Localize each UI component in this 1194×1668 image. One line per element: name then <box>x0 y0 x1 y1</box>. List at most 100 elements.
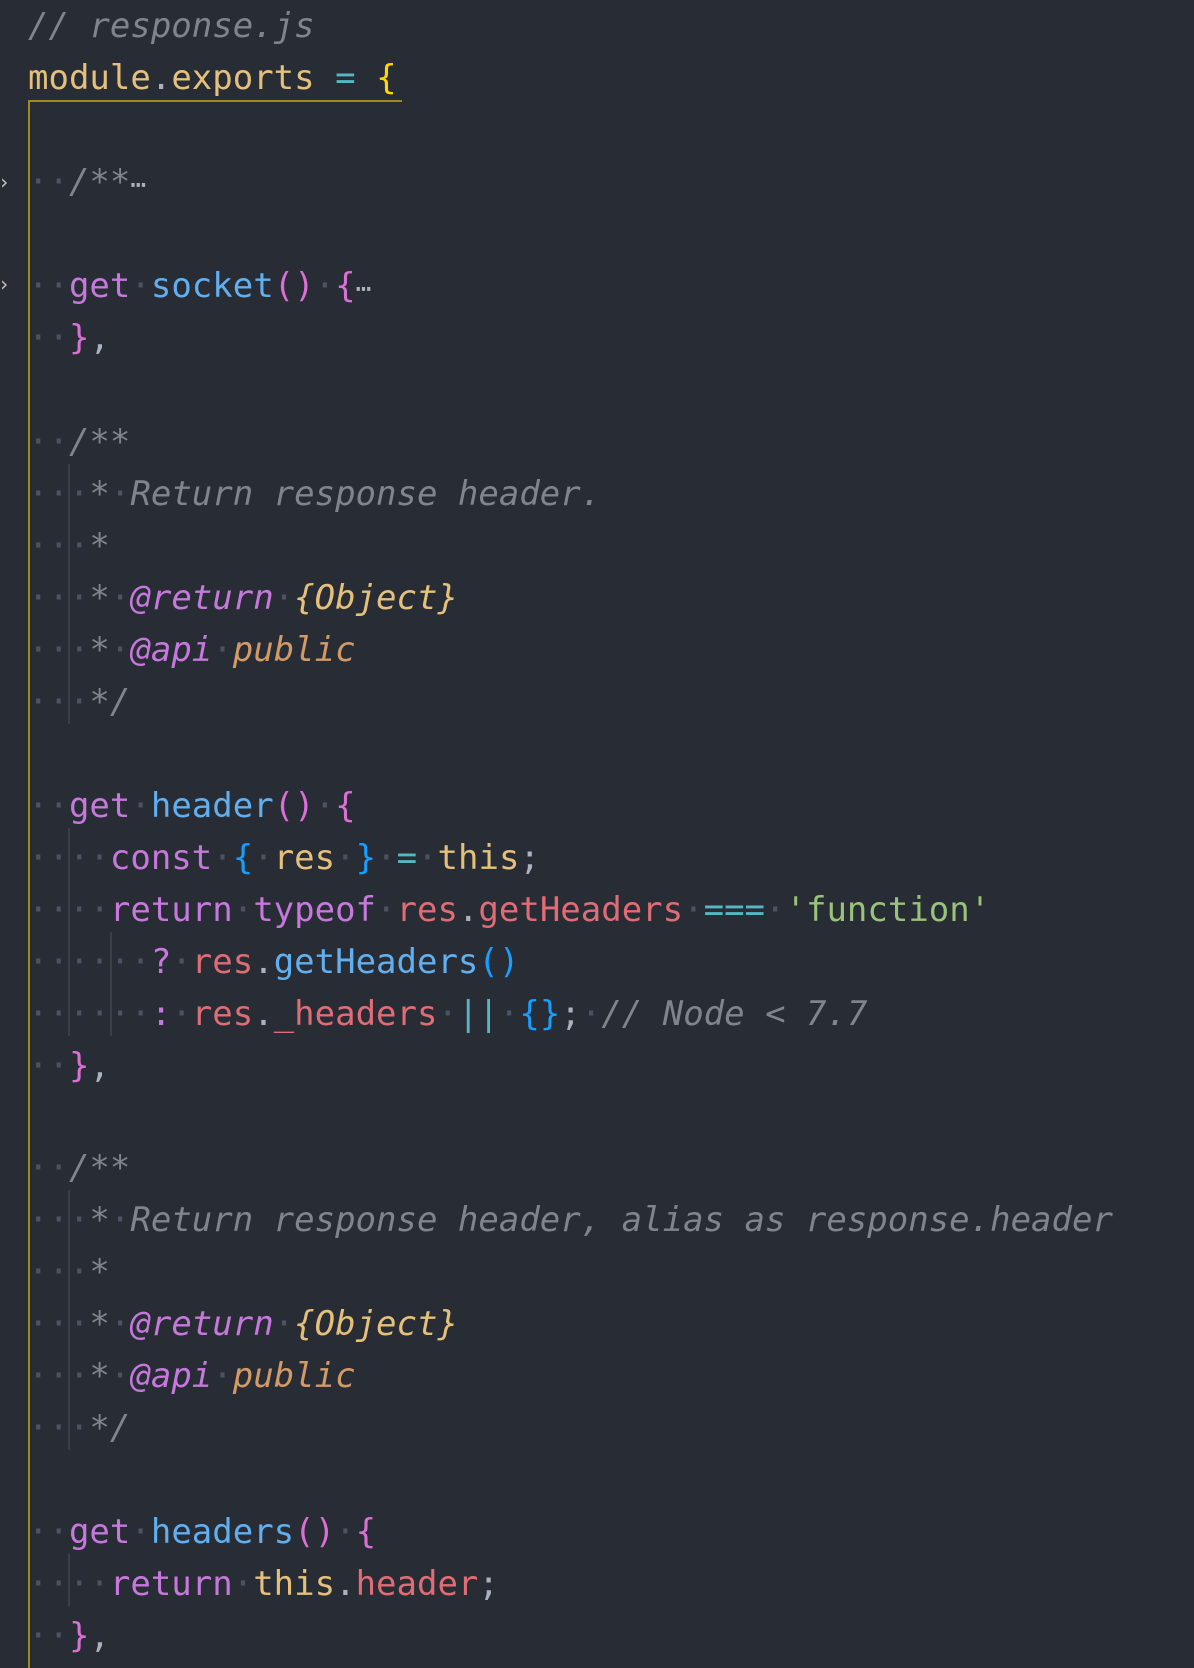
chevron-right-icon[interactable]: › <box>0 172 10 192</box>
code-line-20[interactable]: ······:·res._headers·||·{};·// Node < 7.… <box>28 994 868 1034</box>
indent-guide <box>68 1190 70 1450</box>
keyword-token: const <box>109 838 213 878</box>
jsdoc-name-token: public <box>232 630 356 670</box>
jsdoc-tag-token: @api <box>130 630 213 670</box>
code-line-4[interactable]: ··/**⋯ <box>28 162 147 202</box>
indent-guide <box>68 1554 70 1606</box>
comment-token: // response.js <box>28 6 315 46</box>
brace-token: } <box>68 1616 90 1656</box>
keyword-token: get <box>68 266 131 306</box>
this-token: this <box>437 838 520 878</box>
code-line-16[interactable]: ··get·header()·{ <box>28 786 356 826</box>
variable-token: res <box>191 942 254 982</box>
property-token: header <box>355 1564 479 1604</box>
identifier-token: module <box>28 58 151 98</box>
code-line-28[interactable]: ···*/ <box>28 1408 131 1448</box>
paren-token: () <box>294 1512 336 1552</box>
comment-text-token: Return response header. <box>130 474 602 514</box>
comment-star-token: * <box>89 1200 110 1240</box>
code-line-21[interactable]: ··}, <box>28 1046 110 1086</box>
jsdoc-type-token: {Object} <box>294 578 458 618</box>
code-line-30[interactable]: ··get·headers()·{ <box>28 1512 377 1552</box>
jsdoc-name-token: public <box>232 1356 356 1396</box>
paren-token: () <box>273 266 315 306</box>
code-line-6[interactable]: ··get·socket()·{⋯ <box>28 266 372 306</box>
this-token: this <box>253 1564 336 1604</box>
bracket-scope-guide-top <box>28 100 402 102</box>
keyword-token: typeof <box>253 890 377 930</box>
code-line-14[interactable]: ···*/ <box>28 682 131 722</box>
keyword-token: get <box>68 786 131 826</box>
chevron-right-icon[interactable]: › <box>0 274 10 294</box>
variable-token: res <box>396 890 458 930</box>
code-line-26[interactable]: ···*·@return·{Object} <box>28 1304 458 1344</box>
operator-token: ? <box>150 942 172 982</box>
folded-ellipsis-icon[interactable]: ⋯ <box>130 170 147 200</box>
dot-token: . <box>335 1564 356 1604</box>
comment-text-token: Return response header, alias as respons… <box>130 1200 1113 1240</box>
brace-token: } <box>68 1046 90 1086</box>
comma-token: , <box>89 1046 110 1086</box>
comma-token: , <box>89 1616 110 1656</box>
comment-star-token: * <box>89 526 110 566</box>
code-line-1[interactable]: // response.js <box>28 0 315 52</box>
comment-token: /** <box>68 162 131 202</box>
comment-star-token: * <box>89 578 110 618</box>
jsdoc-tag-token: @return <box>130 578 274 618</box>
function-name-token: header <box>150 786 274 826</box>
folded-ellipsis-icon[interactable]: ⋯ <box>355 274 372 304</box>
brace-token: { <box>376 58 397 98</box>
code-line-17[interactable]: ····const·{·res·}·=·this; <box>28 838 540 878</box>
comment-token: /** <box>68 422 131 462</box>
function-name-token: socket <box>150 266 274 306</box>
code-line-24[interactable]: ···*·Return response header, alias as re… <box>28 1200 1113 1240</box>
comment-star-token: * <box>89 630 110 670</box>
jsdoc-type-token: {Object} <box>294 1304 458 1344</box>
comment-star-token: * <box>89 1252 110 1292</box>
dot-token: . <box>253 994 274 1034</box>
jsdoc-tag-token: @return <box>130 1304 274 1344</box>
comment-token: /** <box>68 1148 131 1188</box>
keyword-token: return <box>109 890 233 930</box>
code-line-27[interactable]: ···*·@api·public <box>28 1356 356 1396</box>
operator-token: = <box>335 58 356 98</box>
code-line-10[interactable]: ···*·Return response header. <box>28 474 602 514</box>
indent-guide <box>68 464 70 724</box>
brace-token: { <box>335 266 356 306</box>
semicolon-token: ; <box>478 1564 499 1604</box>
comment-star-token: * <box>89 1304 110 1344</box>
operator-token: || <box>457 994 499 1034</box>
brace-token: } <box>355 838 377 878</box>
comma-token: , <box>89 318 110 358</box>
string-token: 'function' <box>785 890 991 930</box>
code-line-25[interactable]: ···* <box>28 1252 110 1292</box>
property-token: _headers <box>273 994 438 1034</box>
code-line-7[interactable]: ··}, <box>28 318 110 358</box>
brace-token: { <box>232 838 254 878</box>
code-line-23[interactable]: ··/** <box>28 1148 131 1188</box>
code-line-32[interactable]: ··}, <box>28 1616 110 1656</box>
code-line-31[interactable]: ····return·this.header; <box>28 1564 499 1604</box>
method-call-token: getHeaders <box>273 942 479 982</box>
jsdoc-tag-token: @api <box>130 1356 213 1396</box>
paren-token: () <box>478 942 520 982</box>
brace-token: } <box>68 318 90 358</box>
comment-star-token: * <box>89 474 110 514</box>
comment-end-token: */ <box>89 1408 131 1448</box>
code-line-18[interactable]: ····return·typeof·res.getHeaders·===·'fu… <box>28 890 991 930</box>
code-line-2[interactable]: module.exports = { <box>28 52 397 104</box>
function-name-token: headers <box>150 1512 295 1552</box>
code-line-12[interactable]: ···*·@return·{Object} <box>28 578 458 618</box>
code-line-11[interactable]: ···* <box>28 526 110 566</box>
indent-guide <box>110 932 112 1036</box>
code-line-9[interactable]: ··/** <box>28 422 131 462</box>
code-line-19[interactable]: ······?·res.getHeaders() <box>28 942 520 982</box>
brace-token: { <box>355 1512 377 1552</box>
property-token: getHeaders <box>478 890 684 930</box>
dot-token: . <box>150 58 172 98</box>
paren-token: () <box>273 786 315 826</box>
keyword-token: get <box>68 1512 131 1552</box>
indent-guide <box>68 828 70 1036</box>
code-line-13[interactable]: ···*·@api·public <box>28 630 356 670</box>
